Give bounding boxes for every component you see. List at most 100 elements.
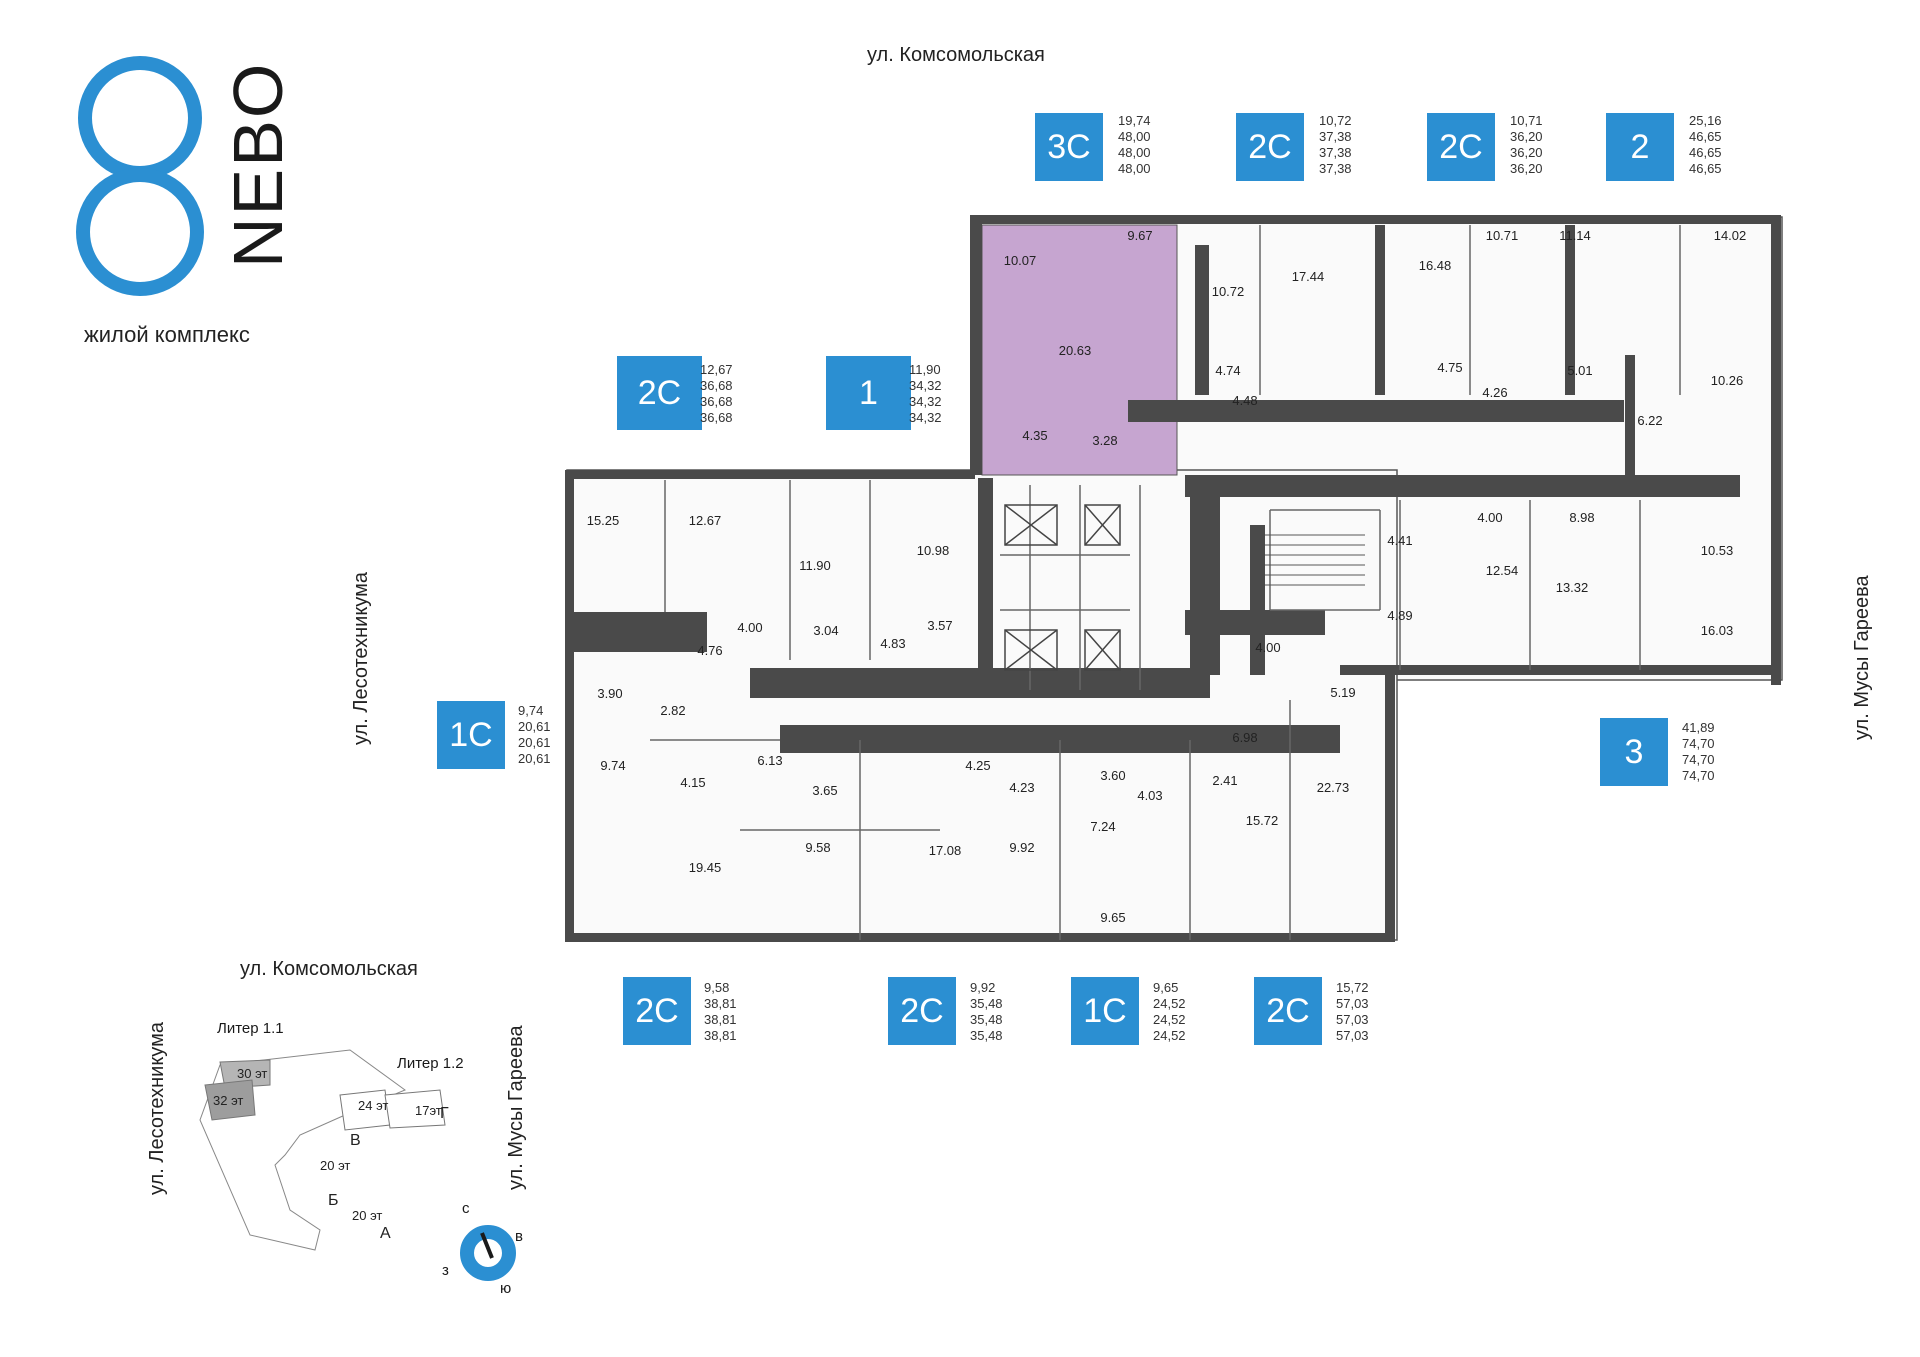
compass-east: в — [515, 1228, 523, 1245]
siteplan-liter-1-2: Литер 1.2 — [397, 1055, 464, 1072]
apartment-badge[interactable]: 2С — [888, 977, 956, 1045]
room-area: 4.15 — [680, 775, 705, 790]
siteplan-floors-24: 24 эт — [358, 1098, 388, 1113]
logo-subtitle: жилой комплекс — [84, 322, 250, 347]
room-area: 15.72 — [1246, 813, 1279, 828]
room-area: 4.75 — [1437, 360, 1462, 375]
room-area: 17.08 — [929, 843, 962, 858]
room-area: 4.83 — [880, 636, 905, 651]
room-area: 3.60 — [1100, 768, 1125, 783]
room-area: 4.76 — [697, 643, 722, 658]
room-area: 12.54 — [1486, 563, 1519, 578]
siteplan-floors-20b: 20 эт — [320, 1158, 350, 1173]
compass-icon — [460, 1225, 516, 1281]
siteplan-section-a: А — [380, 1225, 391, 1242]
siteplan-street-top: ул. Комсомольская — [240, 958, 418, 980]
compass-west: з — [442, 1262, 449, 1279]
apartment-badge[interactable]: 1С — [1071, 977, 1139, 1045]
room-area: 17.44 — [1292, 269, 1325, 284]
apartment-badge[interactable]: 2С — [617, 356, 702, 430]
room-area: 6.98 — [1232, 730, 1257, 745]
highlighted-apartment — [981, 224, 1178, 476]
siteplan-street-left: ул. Лесотехникума — [146, 1022, 168, 1195]
building-32 — [204, 1079, 256, 1121]
siteplan-floors-17: 17эт — [415, 1103, 442, 1118]
apartment-badge[interactable]: 1С — [437, 701, 505, 769]
room-area: 16.48 — [1419, 258, 1452, 273]
apartment-badge[interactable]: 1 — [826, 356, 911, 430]
room-area: 4.00 — [1255, 640, 1280, 655]
room-area: 6.13 — [757, 753, 782, 768]
room-area: 4.35 — [1022, 428, 1047, 443]
room-area: 15.25 — [587, 513, 620, 528]
room-area: 9.58 — [805, 840, 830, 855]
room-area: 16.03 — [1701, 623, 1734, 638]
apartment-badge[interactable]: 3 — [1600, 718, 1668, 786]
logo-eight-icon — [76, 56, 204, 296]
room-area: 3.04 — [813, 623, 838, 638]
room-area: 4.26 — [1482, 385, 1507, 400]
apartment-badge[interactable]: 2 — [1606, 113, 1674, 181]
room-area: 14.02 — [1714, 228, 1747, 243]
room-area: 20.63 — [1059, 343, 1092, 358]
room-area: 11.90 — [799, 558, 831, 573]
room-area: 10.53 — [1701, 543, 1734, 558]
site-plan: 30 эт 32 эт 24 эт 17эт 20 эт 20 эт В Г Б… — [199, 1049, 449, 1251]
room-area: 10.07 — [1004, 253, 1037, 268]
siteplan-floors-30: 30 эт — [237, 1066, 267, 1081]
room-area: 5.01 — [1567, 363, 1592, 378]
room-area: 2.82 — [660, 703, 685, 718]
compass-south: ю — [500, 1280, 512, 1297]
apartment-badge[interactable]: 2С — [623, 977, 691, 1045]
room-area: 9.74 — [600, 758, 625, 773]
compass-north: с — [462, 1200, 470, 1217]
apartment-badge[interactable]: 2С — [1427, 113, 1495, 181]
room-area: 9.92 — [1009, 840, 1034, 855]
room-area: 10.98 — [917, 543, 950, 558]
room-area: 3.65 — [812, 783, 837, 798]
siteplan-section-b: Б — [328, 1192, 339, 1209]
room-area: 3.57 — [927, 618, 952, 633]
apartment-badge[interactable]: 2С — [1254, 977, 1322, 1045]
apartment-badge[interactable]: 3С — [1035, 113, 1103, 181]
room-area: 4.48 — [1232, 393, 1257, 408]
room-area: 9.65 — [1100, 910, 1125, 925]
room-area: 10.72 — [1212, 284, 1245, 299]
building-30 — [219, 1059, 271, 1089]
siteplan-section-g: Г — [440, 1105, 449, 1122]
room-area: 3.28 — [1092, 433, 1117, 448]
room-area: 3.90 — [597, 686, 622, 701]
siteplan-street-right: ул. Мусы Гареева — [505, 1025, 527, 1190]
room-area: 19.45 — [689, 860, 722, 875]
room-area: 10.71 — [1486, 228, 1519, 243]
room-area: 9.67 — [1127, 228, 1152, 243]
room-area: 8.98 — [1569, 510, 1594, 525]
room-area: 13.32 — [1556, 580, 1589, 595]
siteplan-liter-1-1: Литер 1.1 — [217, 1020, 284, 1037]
apartment-badge[interactable]: 2С — [1236, 113, 1304, 181]
room-area: 4.41 — [1387, 533, 1412, 548]
room-area: 2.41 — [1212, 773, 1237, 788]
room-area: 4.03 — [1137, 788, 1162, 803]
room-area: 4.00 — [737, 620, 762, 635]
room-area: 4.25 — [965, 758, 990, 773]
room-area: 4.00 — [1477, 510, 1502, 525]
room-area: 5.19 — [1330, 685, 1355, 700]
room-area: 4.23 — [1009, 780, 1034, 795]
siteplan-section-v: В — [350, 1132, 361, 1149]
room-area: 6.22 — [1637, 413, 1662, 428]
street-top-label: ул. Комсомольская — [867, 44, 1045, 66]
room-area: 10.26 — [1711, 373, 1744, 388]
